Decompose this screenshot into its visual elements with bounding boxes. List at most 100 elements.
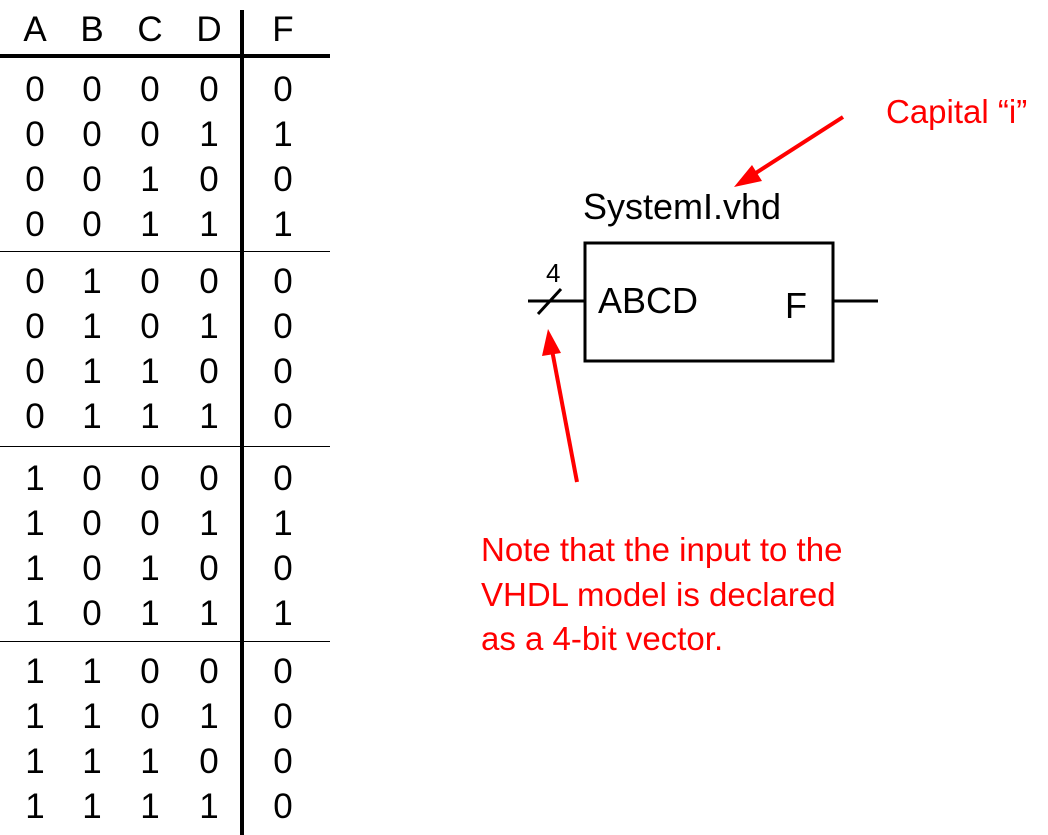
input-cell: 1	[140, 742, 160, 781]
output-cell: 0	[273, 742, 293, 781]
input-cell: 1	[25, 697, 45, 736]
input-cell: 1	[82, 397, 102, 436]
input-cell: 0	[82, 70, 102, 109]
header-d: D	[196, 10, 222, 49]
input-cell: 0	[199, 459, 219, 498]
input-cell: 0	[82, 160, 102, 199]
input-cell: 0	[140, 652, 160, 691]
bus-width-label: 4	[546, 258, 561, 288]
input-cell: 0	[199, 352, 219, 391]
input-cell: 0	[140, 504, 160, 543]
input-cell: 1	[140, 549, 160, 588]
input-cell: 1	[25, 652, 45, 691]
input-cell: 0	[25, 262, 45, 301]
output-cell: 0	[273, 160, 293, 199]
input-cell: 0	[140, 697, 160, 736]
output-cell: 0	[273, 697, 293, 736]
capital-i-note: Capital “i”	[886, 93, 1028, 130]
input-cell: 1	[82, 742, 102, 781]
output-cell: 0	[273, 397, 293, 436]
input-cell: 0	[199, 160, 219, 199]
input-cell: 0	[25, 115, 45, 154]
input-cell: 1	[199, 115, 219, 154]
group-divider-3	[0, 641, 330, 642]
input-cell: 1	[199, 594, 219, 633]
input-cell: 0	[82, 115, 102, 154]
output-cell: 1	[273, 504, 293, 543]
output-port-label: F	[785, 285, 807, 326]
input-cell: 0	[199, 742, 219, 781]
input-cell: 0	[82, 504, 102, 543]
input-cell: 1	[140, 352, 160, 391]
input-cell: 1	[25, 787, 45, 826]
input-cell: 0	[199, 549, 219, 588]
header-c: C	[137, 10, 163, 49]
input-cell: 1	[82, 262, 102, 301]
input-cell: 0	[25, 70, 45, 109]
input-cell: 1	[199, 787, 219, 826]
block-title: SystemI.vhd	[583, 186, 782, 227]
input-cell: 0	[82, 459, 102, 498]
vector-note-line-1: Note that the input to the	[481, 531, 843, 568]
vector-note-line-3: as a 4-bit vector.	[481, 620, 724, 657]
header-b: B	[80, 10, 104, 49]
output-cell: 0	[273, 262, 293, 301]
input-cell: 0	[199, 652, 219, 691]
input-cell: 1	[25, 742, 45, 781]
input-cell: 1	[140, 787, 160, 826]
input-cell: 1	[25, 459, 45, 498]
input-cell: 0	[199, 70, 219, 109]
output-cell: 0	[273, 787, 293, 826]
input-cell: 0	[82, 205, 102, 244]
input-cell: 1	[25, 549, 45, 588]
input-cell: 1	[25, 504, 45, 543]
output-cell: 0	[273, 652, 293, 691]
input-cell: 1	[199, 697, 219, 736]
output-separator	[240, 10, 244, 835]
input-cell: 1	[82, 307, 102, 346]
input-cell: 0	[25, 352, 45, 391]
bus-note-arrow-head	[542, 329, 561, 356]
group-divider-1	[0, 251, 330, 252]
header-rule	[0, 54, 330, 58]
input-cell: 1	[140, 594, 160, 633]
input-cell: 0	[140, 459, 160, 498]
output-cell: 0	[273, 459, 293, 498]
header-f: F	[272, 10, 294, 49]
output-cell: 0	[273, 70, 293, 109]
output-cell: 0	[273, 549, 293, 588]
vector-note-line-2: VHDL model is declared	[481, 576, 836, 613]
input-port-label: ABCD	[598, 280, 699, 321]
input-cell: 0	[140, 307, 160, 346]
output-cell: 0	[273, 352, 293, 391]
input-cell: 1	[140, 205, 160, 244]
input-cell: 0	[140, 70, 160, 109]
input-cell: 1	[199, 205, 219, 244]
input-cell: 0	[82, 549, 102, 588]
input-cell: 0	[199, 262, 219, 301]
input-cell: 0	[25, 307, 45, 346]
input-cell: 1	[25, 594, 45, 633]
bus-slash-icon	[536, 287, 563, 316]
input-cell: 1	[199, 504, 219, 543]
input-cell: 1	[82, 787, 102, 826]
bus-note-arrow-shaft	[550, 349, 579, 483]
input-cell: 0	[82, 594, 102, 633]
output-cell: 0	[273, 307, 293, 346]
input-cell: 1	[82, 697, 102, 736]
capital-i-arrow-head	[734, 165, 762, 187]
output-cell: 1	[273, 205, 293, 244]
input-cell: 1	[82, 652, 102, 691]
capital-i-arrow-shaft	[746, 115, 845, 180]
input-cell: 0	[25, 160, 45, 199]
input-cell: 0	[140, 262, 160, 301]
header-a: A	[23, 10, 47, 49]
input-cell: 0	[25, 397, 45, 436]
input-cell: 1	[140, 160, 160, 199]
output-cell: 1	[273, 594, 293, 633]
input-cell: 0	[140, 115, 160, 154]
input-cell: 1	[199, 397, 219, 436]
input-cell: 1	[82, 352, 102, 391]
input-cell: 0	[25, 205, 45, 244]
